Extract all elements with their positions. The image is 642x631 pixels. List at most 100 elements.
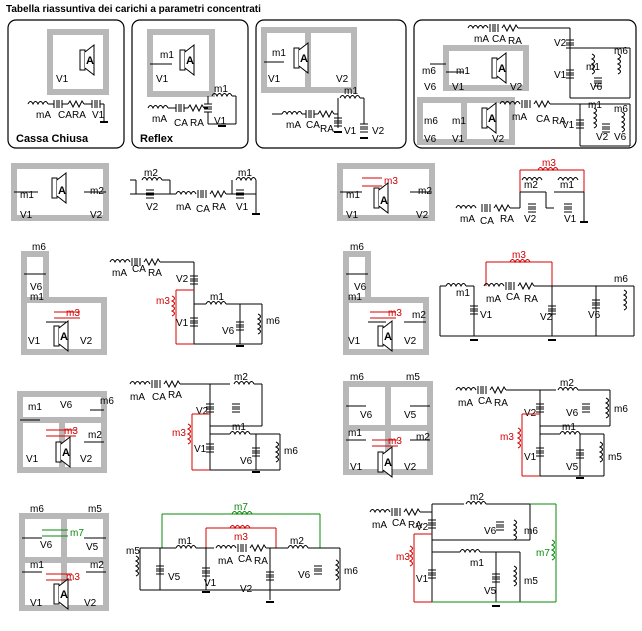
svg-text:CA: CA xyxy=(306,120,320,131)
svg-text:RA: RA xyxy=(408,520,422,531)
label-reflex: Reflex xyxy=(140,133,174,145)
svg-text:mA: mA xyxy=(130,392,145,403)
svg-text:V1: V1 xyxy=(204,578,217,589)
svg-text:V1: V1 xyxy=(344,126,357,137)
svg-text:V6: V6 xyxy=(484,526,497,537)
svg-text:mA: mA xyxy=(176,202,191,213)
svg-text:CA: CA xyxy=(196,204,210,215)
svg-text:V2: V2 xyxy=(492,134,505,145)
svg-text:V5: V5 xyxy=(86,542,99,553)
svg-text:RA: RA xyxy=(254,556,268,567)
svg-text:m2: m2 xyxy=(88,430,102,441)
svg-text:RA: RA xyxy=(72,110,86,121)
svg-text:V6: V6 xyxy=(614,132,627,143)
svg-text:m1: m1 xyxy=(452,116,466,127)
svg-text:m6: m6 xyxy=(32,242,46,253)
svg-text:V6: V6 xyxy=(354,282,367,293)
svg-text:V1: V1 xyxy=(524,452,537,463)
svg-text:V2: V2 xyxy=(596,132,609,143)
svg-text:V1: V1 xyxy=(268,74,281,85)
svg-text:CA: CA xyxy=(174,118,188,129)
svg-text:V6: V6 xyxy=(588,310,601,321)
svg-text:V6: V6 xyxy=(30,282,43,293)
svg-text:RA: RA xyxy=(552,116,566,127)
svg-text:A: A xyxy=(86,55,94,67)
svg-text:m5: m5 xyxy=(524,576,538,587)
svg-text:V6: V6 xyxy=(424,134,437,145)
svg-text:m3: m3 xyxy=(512,250,526,261)
svg-text:m7: m7 xyxy=(70,528,84,539)
svg-text:m1: m1 xyxy=(470,558,484,569)
svg-text:V2: V2 xyxy=(176,274,189,285)
svg-text:V2: V2 xyxy=(80,454,93,465)
svg-text:m6: m6 xyxy=(524,526,538,537)
svg-text:m6: m6 xyxy=(422,66,436,77)
svg-text:mA: mA xyxy=(458,398,473,409)
svg-text:m5: m5 xyxy=(126,546,140,557)
diagram-three-chamber-a: m3 A m6 V6 m1 V1 V2 mA CA RA V2 m3 m1 V1… xyxy=(21,242,280,355)
svg-text:m1: m1 xyxy=(30,560,44,571)
svg-text:A: A xyxy=(60,589,68,601)
svg-text:m1: m1 xyxy=(348,428,362,439)
svg-text:CA: CA xyxy=(480,216,494,227)
svg-text:V1: V1 xyxy=(564,214,577,225)
svg-text:mA: mA xyxy=(286,120,301,131)
svg-text:V6: V6 xyxy=(222,326,235,337)
svg-text:A: A xyxy=(300,53,308,65)
svg-text:RA: RA xyxy=(494,398,508,409)
svg-text:CA: CA xyxy=(506,292,520,303)
svg-text:V1: V1 xyxy=(194,444,207,455)
svg-text:RA: RA xyxy=(500,214,514,225)
svg-text:mA: mA xyxy=(152,114,167,125)
svg-text:m1: m1 xyxy=(348,292,362,303)
svg-text:V1: V1 xyxy=(176,318,189,329)
svg-text:m1: m1 xyxy=(160,50,174,61)
diagram-band-pass-a: A m1 m2 V1 V2 m2 V2 mA CA RA m1 V1 xyxy=(11,163,261,221)
svg-text:A: A xyxy=(380,195,388,207)
svg-text:mA: mA xyxy=(218,556,233,567)
svg-text:m7: m7 xyxy=(234,502,248,513)
svg-text:V1: V1 xyxy=(156,74,169,85)
svg-text:m7: m7 xyxy=(536,548,550,559)
svg-text:RA: RA xyxy=(168,390,182,401)
svg-text:V1: V1 xyxy=(56,74,69,85)
svg-text:mA: mA xyxy=(486,294,501,305)
diagram-four-chamber-a: m3 A m1 V6 m6 m2 V1 V2 mA CA RA m2 V2 m3… xyxy=(17,372,298,473)
svg-text:V1: V1 xyxy=(416,574,429,585)
svg-text:A: A xyxy=(498,63,506,75)
svg-text:V6: V6 xyxy=(590,82,603,93)
diagram-band-pass-b: m3 A m1 m2 V1 V2 m3 mA CA RA m2 V2 m1 V1 xyxy=(337,158,589,227)
svg-text:RA: RA xyxy=(508,36,522,47)
svg-text:CA: CA xyxy=(536,114,550,125)
svg-text:V2: V2 xyxy=(90,210,103,221)
svg-text:V6: V6 xyxy=(60,400,73,411)
svg-text:m3: m3 xyxy=(64,426,78,437)
svg-text:m1: m1 xyxy=(214,84,228,95)
svg-text:m3: m3 xyxy=(172,428,186,439)
svg-text:A: A xyxy=(488,113,496,125)
svg-text:V2: V2 xyxy=(372,126,385,137)
svg-text:m1: m1 xyxy=(344,86,358,97)
label-closed-box: Cassa Chiusa xyxy=(16,133,89,145)
svg-text:m6: m6 xyxy=(266,316,280,327)
svg-text:V2: V2 xyxy=(336,74,349,85)
svg-text:mA: mA xyxy=(460,214,475,225)
svg-text:CA: CA xyxy=(58,110,72,121)
svg-text:CA: CA xyxy=(132,264,146,275)
svg-text:V2: V2 xyxy=(196,406,209,417)
svg-text:m2: m2 xyxy=(524,180,538,191)
panel-double-reflex: A m1 V1 V2 m1 mA CA RA V1 V2 xyxy=(255,19,407,149)
svg-text:m2: m2 xyxy=(418,186,432,197)
svg-text:A: A xyxy=(384,331,392,343)
svg-text:m1: m1 xyxy=(210,292,224,303)
svg-text:A: A xyxy=(384,457,392,469)
svg-text:m3: m3 xyxy=(234,532,248,543)
svg-text:V1: V1 xyxy=(28,336,41,347)
diagram-three-chamber-b: m3 A m6 V6 m1 m2 V1 V2 m3 m1 mA CA RA V1… xyxy=(343,242,635,355)
svg-text:RA: RA xyxy=(148,268,162,279)
svg-text:m5: m5 xyxy=(406,372,420,383)
svg-text:V6: V6 xyxy=(240,456,253,467)
svg-text:m6: m6 xyxy=(344,566,358,577)
svg-text:V6: V6 xyxy=(360,410,373,421)
